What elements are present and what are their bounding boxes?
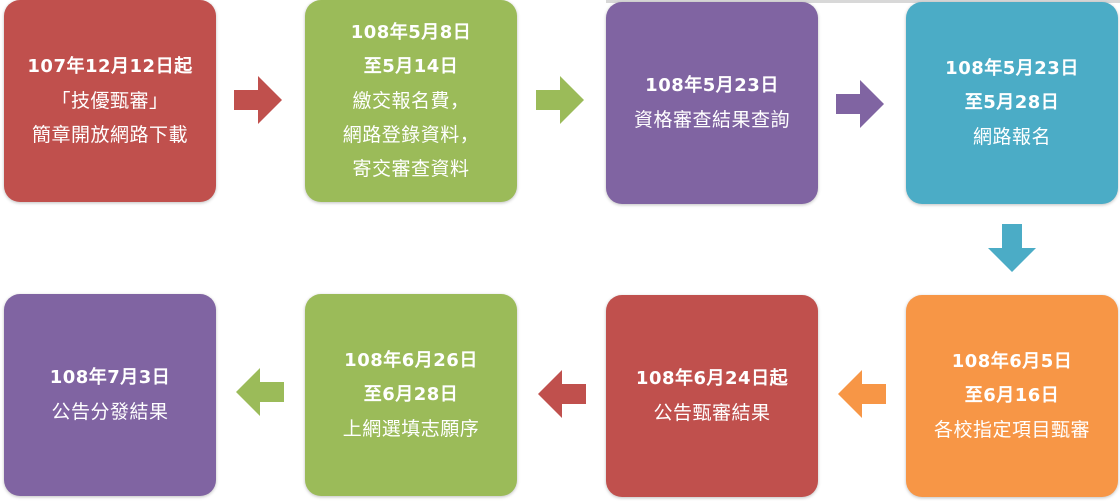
right-arrow-icon — [836, 80, 884, 128]
step-7-line-3: 上網選填志願序 — [342, 418, 480, 440]
step-1-line-1: 107年12月12日起 — [27, 56, 193, 77]
left-arrow-icon — [838, 370, 886, 418]
step-box-4: 108年5月23日 至5月28日 網路報名 — [906, 2, 1118, 204]
step-4-line-3: 網路報名 — [972, 126, 1051, 148]
step-2-line-4: 網路登錄資料， — [342, 124, 480, 146]
step-5-line-1: 108年6月5日 — [951, 351, 1073, 372]
step-7-line-2: 至6月28日 — [363, 384, 459, 405]
step-box-3: 108年5月23日 資格審查結果查詢 — [606, 2, 818, 204]
step-box-7: 108年6月26日 至6月28日 上網選填志願序 — [305, 294, 517, 496]
step-box-5: 108年6月5日 至6月16日 各校指定項目甄審 — [906, 295, 1118, 497]
step-box-8: 108年7月3日 公告分發結果 — [4, 294, 216, 496]
step-1-line-2: 「技優甄審」 — [51, 90, 169, 112]
step-2-line-5: 寄交審查資料 — [352, 158, 470, 180]
step-box-1: 107年12月12日起 「技優甄審」 簡章開放網路下載 — [4, 0, 216, 202]
step-5-line-2: 至6月16日 — [964, 385, 1060, 406]
step-3-line-2: 資格審查結果查詢 — [633, 109, 790, 131]
step-6-line-1: 108年6月24日起 — [635, 368, 789, 389]
step-6-line-2: 公告甄審結果 — [653, 402, 771, 424]
step-5-line-3: 各校指定項目甄審 — [933, 419, 1090, 441]
step-2-line-2: 至5月14日 — [363, 56, 459, 77]
step-2-line-3: 繳交報名費， — [352, 90, 470, 112]
step-box-6: 108年6月24日起 公告甄審結果 — [606, 295, 818, 497]
step-3-line-1: 108年5月23日 — [645, 75, 779, 96]
down-arrow-icon — [988, 224, 1036, 272]
top-divider — [606, 0, 1120, 3]
step-box-2: 108年5月8日 至5月14日 繳交報名費， 網路登錄資料， 寄交審查資料 — [305, 0, 517, 202]
step-7-line-1: 108年6月26日 — [344, 350, 478, 371]
step-8-line-1: 108年7月3日 — [49, 367, 171, 388]
step-4-line-1: 108年5月23日 — [945, 58, 1079, 79]
step-1-line-3: 簡章開放網路下載 — [31, 124, 188, 146]
left-arrow-icon — [538, 370, 586, 418]
right-arrow-icon — [234, 76, 282, 124]
step-4-line-2: 至5月28日 — [964, 92, 1060, 113]
step-2-line-1: 108年5月8日 — [350, 22, 472, 43]
left-arrow-icon — [236, 368, 284, 416]
step-8-line-2: 公告分發結果 — [51, 401, 169, 423]
right-arrow-icon — [536, 76, 584, 124]
